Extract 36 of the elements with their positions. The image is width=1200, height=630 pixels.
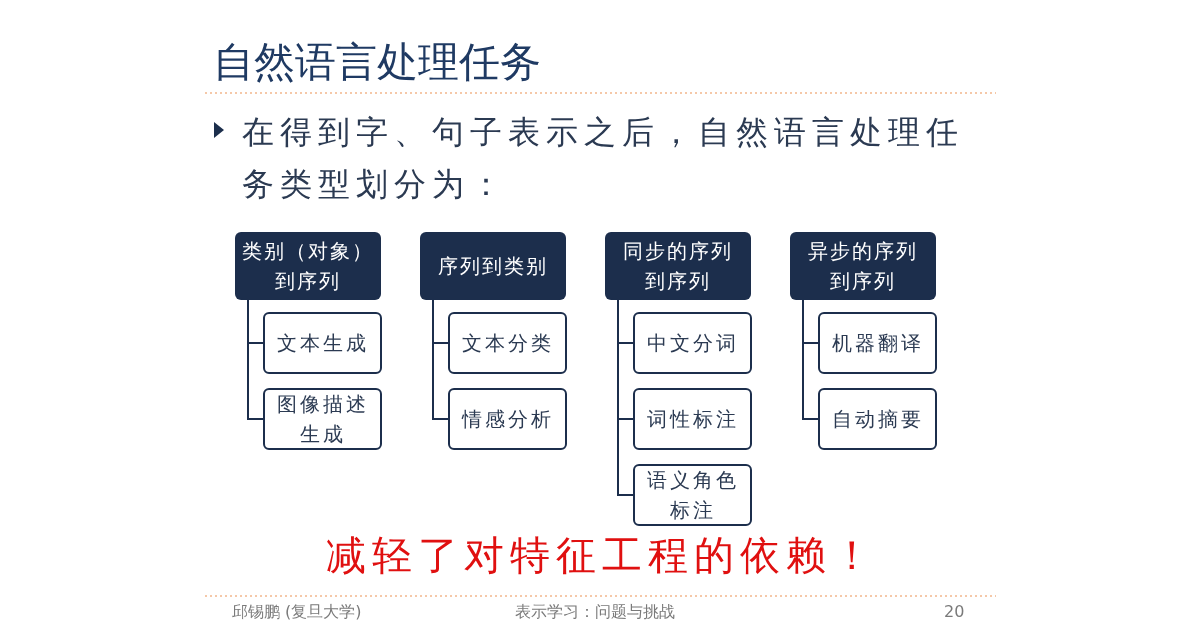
task-label: 自动摘要 (830, 406, 925, 433)
footer-author: 邱锡鹏 (复旦大学) (232, 602, 362, 622)
task-label: 图像描述生成 (275, 391, 370, 448)
tree-connector (247, 299, 264, 420)
category-label: 同步的序列到序列 (622, 238, 734, 295)
category-label: 类别（对象）到序列 (241, 238, 375, 295)
task-box (263, 312, 382, 374)
task-box (633, 464, 752, 526)
slide-title: 自然语言处理任务 (213, 37, 541, 88)
emphasis-note: 减轻了对特征工程的依赖！ (326, 531, 878, 580)
category-label: 序列到类别 (438, 253, 548, 280)
task-box (263, 388, 382, 450)
task-label: 文本生成 (275, 330, 370, 357)
category-box (790, 232, 936, 300)
category-box (605, 232, 751, 300)
tree-connector (802, 299, 819, 420)
task-label: 文本分类 (460, 330, 555, 357)
task-label: 机器翻译 (830, 330, 925, 357)
task-label: 情感分析 (460, 406, 555, 433)
tree-connector (432, 299, 449, 420)
tree-connector (617, 299, 634, 496)
footer-talk-title: 表示学习：问题与挑战 (515, 602, 675, 622)
task-box (818, 312, 937, 374)
bullet-text: 在得到字、句子表示之后，自然语言处理任务类型划分为： (242, 112, 965, 205)
task-box (633, 388, 752, 450)
page-number: 20 (944, 602, 965, 622)
task-label: 语义角色标注 (645, 467, 740, 524)
task-box (633, 312, 752, 374)
task-label: 词性标注 (645, 406, 740, 433)
category-box (420, 232, 566, 300)
task-box (448, 312, 567, 374)
category-label: 异步的序列到序列 (807, 238, 919, 295)
category-box (235, 232, 381, 300)
task-label: 中文分词 (645, 330, 740, 357)
task-box (448, 388, 567, 450)
task-box (818, 388, 937, 450)
